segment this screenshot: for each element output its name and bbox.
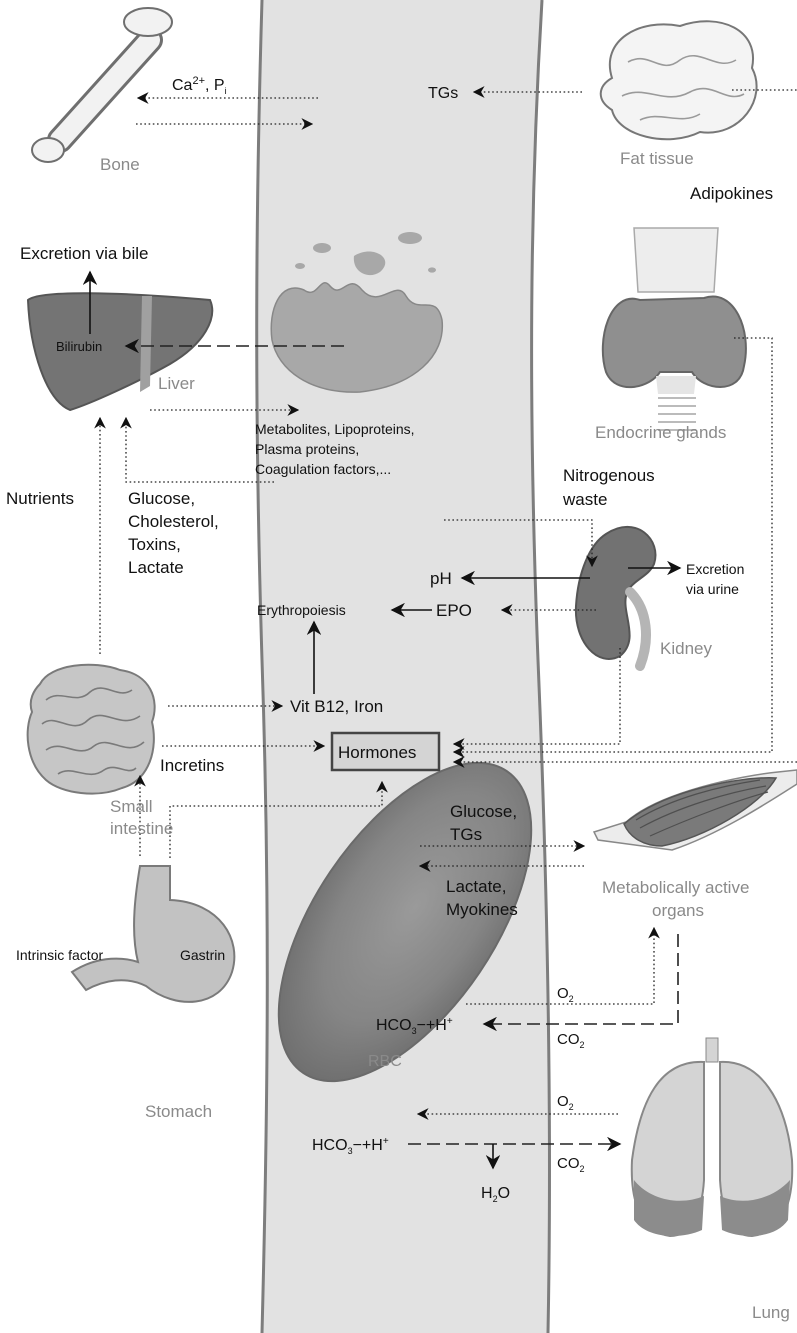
- label-glucose: Glucose,: [450, 802, 517, 821]
- lung-icon: [632, 1038, 792, 1236]
- label-o2-lower: O2: [557, 1093, 574, 1112]
- bone-icon: [32, 8, 172, 162]
- label-small-intestine-1: Small: [110, 797, 153, 816]
- label-liver-in-1: Glucose,: [128, 489, 195, 508]
- kidney-icon: [576, 527, 656, 666]
- label-liver-in-3: Toxins,: [128, 535, 181, 554]
- blood-vessel: [257, 0, 550, 1333]
- label-metab-organs-2: organs: [652, 901, 704, 920]
- label-liver: Liver: [158, 374, 195, 393]
- label-co2-lower: CO2: [557, 1155, 585, 1174]
- label-excretion-urine-2: via urine: [686, 581, 739, 597]
- label-excretion-bile: Excretion via bile: [20, 244, 149, 263]
- label-erythropoiesis: Erythropoiesis: [257, 602, 346, 618]
- arrow-glucose-liver: [126, 418, 274, 482]
- label-rbc: RBC: [368, 1053, 402, 1070]
- label-intrinsic-factor: Intrinsic factor: [16, 947, 103, 963]
- label-metab-2: Plasma proteins,: [255, 441, 359, 457]
- label-gastrin: Gastrin: [180, 947, 225, 963]
- label-lactate: Lactate,: [446, 877, 507, 896]
- label-stomach: Stomach: [145, 1102, 212, 1121]
- fat-tissue-icon: [601, 21, 757, 139]
- label-excretion-urine-1: Excretion: [686, 561, 744, 577]
- label-tgs: TGs: [428, 85, 458, 102]
- label-bone: Bone: [100, 155, 140, 174]
- label-small-intestine-2: intestine: [110, 819, 173, 838]
- label-metab-organs-1: Metabolically active: [602, 878, 749, 897]
- label-kidney: Kidney: [660, 639, 712, 658]
- label-vitb12: Vit B12, Iron: [290, 697, 383, 716]
- label-tgs-2: TGs: [450, 825, 482, 844]
- label-co2-upper: CO2: [557, 1031, 585, 1050]
- label-nitro-2: waste: [562, 490, 607, 509]
- label-o2-upper: O2: [557, 985, 574, 1004]
- label-hormones: Hormones: [338, 743, 416, 762]
- endocrine-glands-icon: [603, 228, 746, 430]
- label-liver-in-4: Lactate: [128, 558, 184, 577]
- label-ph: pH: [430, 569, 452, 588]
- label-nutrients: Nutrients: [6, 489, 74, 508]
- label-epo: EPO: [436, 601, 472, 620]
- label-liver-in-2: Cholesterol,: [128, 512, 219, 531]
- label-metab-1: Metabolites, Lipoproteins,: [255, 421, 415, 437]
- label-nitro-1: Nitrogenous: [563, 466, 655, 485]
- label-endocrine-glands: Endocrine glands: [595, 423, 726, 442]
- label-ca-pi: Ca2+, Pi: [172, 75, 227, 96]
- label-metab-3: Coagulation factors,...: [255, 461, 391, 477]
- label-bilirubin: Bilirubin: [56, 339, 102, 354]
- stomach-icon: [72, 866, 234, 1002]
- small-intestine-icon: [28, 665, 155, 794]
- label-fat-tissue: Fat tissue: [620, 149, 694, 168]
- label-adipokines: Adipokines: [690, 184, 773, 203]
- label-incretins: Incretins: [160, 756, 224, 775]
- muscle-icon: [594, 770, 797, 850]
- label-myokines: Myokines: [446, 900, 518, 919]
- label-lung: Lung: [752, 1303, 790, 1322]
